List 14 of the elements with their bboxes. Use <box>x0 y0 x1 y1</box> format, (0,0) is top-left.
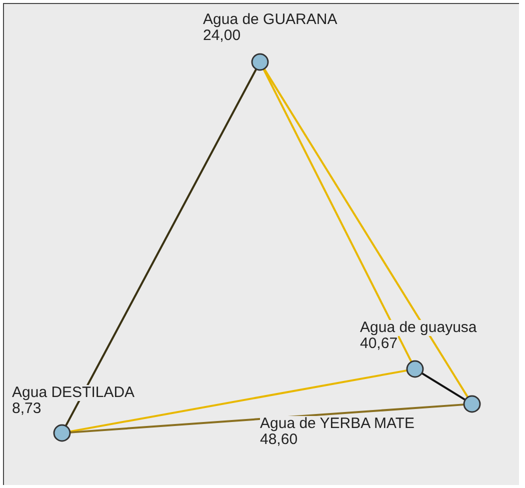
connector-line <box>70 369 408 433</box>
node-label: Agua de YERBA MATE <box>260 416 415 432</box>
connector-line <box>421 372 466 401</box>
connector-line <box>263 68 469 398</box>
node-value: 24,00 <box>203 28 241 44</box>
connector-line <box>70 404 464 434</box>
node-label: Agua de GUARANA <box>203 12 338 28</box>
connector-line <box>262 68 412 362</box>
node-label: Agua DESTILADA <box>12 385 135 401</box>
node-value: 48,60 <box>260 432 298 448</box>
node-value: 40,67 <box>360 336 398 352</box>
node-label: Agua de guayusa <box>360 320 477 336</box>
connector-line <box>64 68 258 426</box>
node-value: 8,73 <box>12 401 42 417</box>
